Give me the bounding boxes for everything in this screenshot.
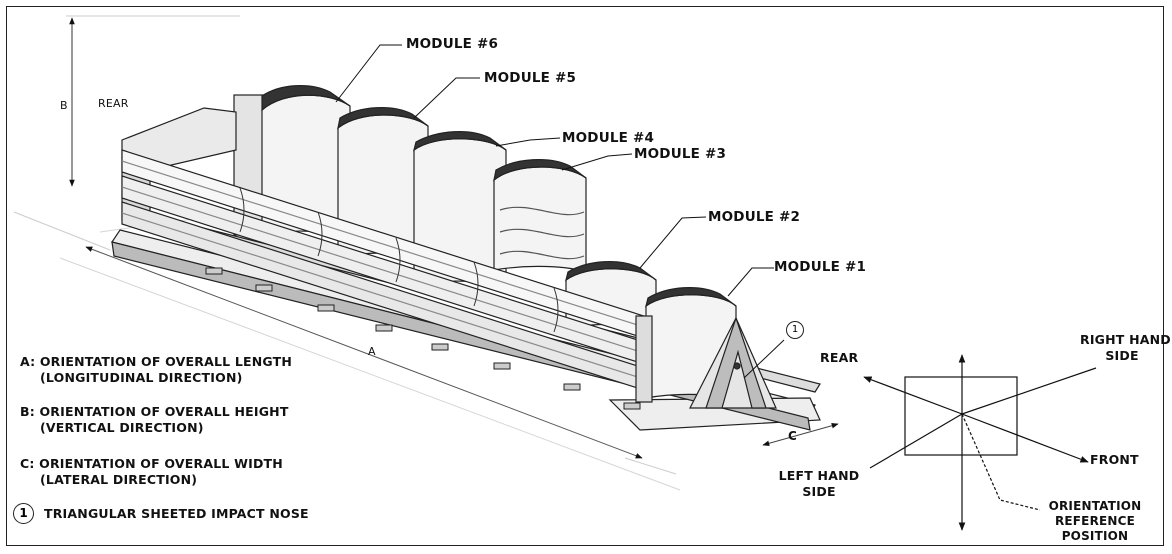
orientation-left-hand-2: SIDE — [802, 484, 836, 499]
dimension-a — [13, 211, 677, 475]
dimension-b-label: B — [60, 99, 68, 112]
orientation-left-hand-1: LEFT HAND — [778, 468, 860, 483]
module-3-body — [493, 159, 587, 273]
orientation-ref-2: REFERENCE — [1054, 514, 1136, 528]
orientation-right-hand-1: RIGHT HAND — [1080, 332, 1171, 347]
legend-b-line1: B: ORIENTATION OF OVERALL HEIGHT — [20, 404, 289, 419]
rail-splices — [239, 187, 559, 333]
orientation-rear: REAR — [820, 350, 859, 365]
support-feet — [205, 267, 641, 410]
dimension-c-label: C — [788, 429, 798, 443]
front-post — [635, 315, 653, 403]
module-1-label: MODULE #1 — [774, 259, 867, 275]
legend-a-line1: A: ORIENTATION OF OVERALL LENGTH — [20, 354, 293, 369]
orientation-diagram — [863, 354, 1097, 531]
module-3-label: MODULE #3 — [634, 146, 727, 162]
legend-c-line1: C: ORIENTATION OF OVERALL WIDTH — [20, 456, 283, 471]
orientation-ref-3: POSITION — [1061, 529, 1129, 543]
leader-lines — [335, 44, 785, 379]
orientation-front: FRONT — [1090, 452, 1139, 467]
module-4-label: MODULE #4 — [562, 130, 655, 146]
legend-b-line2: (VERTICAL DIRECTION) — [40, 420, 204, 435]
orientation-right-hand-2: SIDE — [1105, 348, 1139, 363]
dimension-c — [762, 423, 839, 446]
rear-top-label: REAR — [98, 97, 129, 110]
dimension-b — [66, 15, 240, 187]
legend-item-number: 1 — [13, 503, 34, 524]
impact-nose — [689, 316, 777, 409]
guardrail-beams — [121, 149, 651, 393]
module-2-label: MODULE #2 — [708, 209, 801, 225]
legend-c-line2: (LATERAL DIRECTION) — [40, 472, 198, 487]
module-6-label: MODULE #6 — [406, 36, 499, 52]
legend-a-line2: (LONGITUDINAL DIRECTION) — [40, 370, 243, 385]
legend-item-text: TRIANGULAR SHEETED IMPACT NOSE — [44, 506, 309, 521]
orientation-ref-1: ORIENTATION — [1048, 499, 1142, 513]
callout-1: 1 — [786, 321, 804, 339]
module-5-label: MODULE #5 — [484, 70, 577, 86]
dimension-a-label: A — [368, 345, 376, 358]
